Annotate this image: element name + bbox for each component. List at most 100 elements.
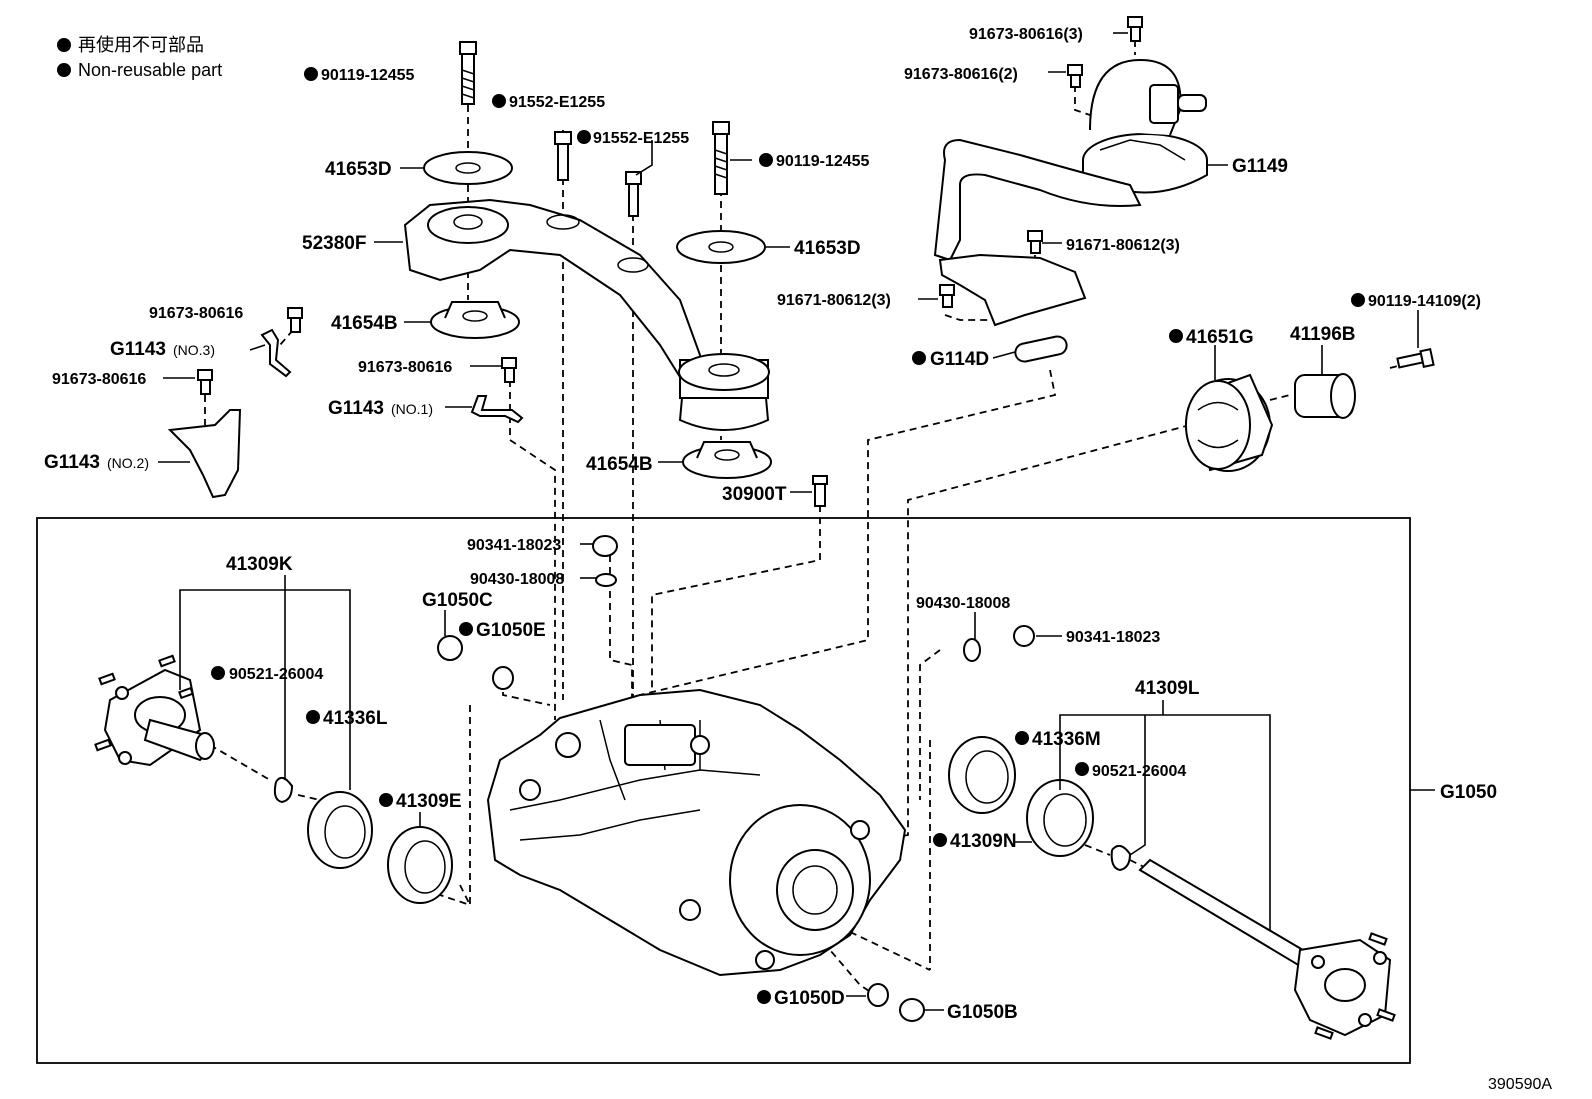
label-g114d: G114D bbox=[930, 349, 989, 370]
plugs-and-gaskets bbox=[437, 535, 1035, 1022]
label-41651g: 41651G bbox=[1186, 327, 1254, 348]
non-reusable-dot-icon bbox=[57, 63, 71, 77]
label-90521-26004-right: 90521-26004 bbox=[1092, 763, 1186, 780]
label-g1143-no1: G1143 bbox=[328, 398, 384, 419]
label-g1143-no1-suffix: (NO.1) bbox=[391, 401, 433, 417]
non-reusable-dot-icon bbox=[912, 351, 926, 365]
snap-ring-90521-26004-right bbox=[1110, 844, 1132, 872]
connector-bracket bbox=[938, 253, 1087, 327]
part-labels: 90119-12455 91552-E1255 91552-E1255 9011… bbox=[44, 26, 1497, 1023]
non-reusable-dot-icon bbox=[933, 833, 947, 847]
label-90521-26004-left: 90521-26004 bbox=[229, 666, 323, 683]
axle-shaft-41309l bbox=[1138, 858, 1396, 1040]
clamp-g1143-no1 bbox=[470, 395, 524, 424]
non-reusable-dot-icon bbox=[211, 666, 225, 680]
label-52380f: 52380F bbox=[302, 233, 366, 254]
label-91673-80616-mid: 91673-80616 bbox=[358, 359, 452, 376]
non-reusable-dot-icon bbox=[1351, 293, 1365, 307]
washer-41653d-right bbox=[676, 230, 766, 264]
non-reusable-dot-icon bbox=[379, 793, 393, 807]
plug-g1050b bbox=[899, 998, 925, 1022]
label-41309k: 41309K bbox=[226, 554, 293, 575]
bracket-52380f bbox=[403, 198, 770, 431]
label-41309e: 41309E bbox=[396, 791, 462, 812]
washer-41653d-left bbox=[423, 151, 513, 185]
gasket-g1050d bbox=[867, 983, 889, 1007]
bolt-icon bbox=[1396, 347, 1435, 369]
label-90119-14109-2: 90119-14109(2) bbox=[1368, 293, 1481, 310]
label-41309l: 41309L bbox=[1135, 678, 1200, 699]
upper-mount-parts bbox=[403, 41, 828, 507]
plug-90341-18023-right bbox=[1013, 625, 1035, 647]
non-reusable-markers bbox=[211, 67, 1365, 1004]
label-90341-18023-right: 90341-18023 bbox=[1066, 629, 1160, 646]
label-41653d-right: 41653D bbox=[794, 238, 861, 259]
label-91673-80616-2: 91673-80616(2) bbox=[904, 66, 1018, 83]
label-90430-18008-top: 90430-18008 bbox=[470, 571, 564, 588]
label-g1149: G1149 bbox=[1232, 156, 1288, 177]
bolt-icon bbox=[287, 307, 303, 333]
bolt-icon bbox=[712, 121, 730, 195]
breather-plug-icon bbox=[812, 475, 828, 507]
mount-41651g bbox=[1185, 373, 1274, 472]
left-axle-parts bbox=[94, 654, 453, 904]
label-41654b-left: 41654B bbox=[331, 313, 398, 334]
snap-ring-90521-26004 bbox=[273, 776, 294, 804]
label-90119-12455-right: 90119-12455 bbox=[776, 153, 870, 170]
label-g1050e: G1050E bbox=[476, 620, 546, 641]
bolt-icon bbox=[501, 357, 517, 383]
label-41654b-right: 41654B bbox=[586, 454, 653, 475]
label-g1143-no3-suffix: (NO.3) bbox=[173, 342, 215, 358]
clamp-g1143-no2 bbox=[167, 409, 242, 499]
oil-seal-41309e bbox=[387, 826, 453, 904]
label-g1143-no2: G1143 bbox=[44, 452, 100, 473]
right-axle-parts bbox=[948, 736, 1396, 1040]
label-41653d-left: 41653D bbox=[325, 159, 392, 180]
non-reusable-dot-icon bbox=[1169, 329, 1183, 343]
label-91671-80612-3-right: 91671-80612(3) bbox=[1066, 237, 1180, 254]
non-reusable-dot-icon bbox=[1075, 762, 1089, 776]
plug-90341-18023-top bbox=[592, 535, 618, 557]
label-91673-80616-top: 91673-80616 bbox=[149, 305, 243, 322]
label-leaders bbox=[158, 32, 1419, 1011]
gasket-90430-18008-top bbox=[595, 573, 617, 587]
gasket-90430-18008-right bbox=[963, 638, 981, 662]
non-reusable-dot-icon bbox=[759, 153, 773, 167]
bolt-icon bbox=[1067, 64, 1083, 88]
label-90119-12455-left: 90119-12455 bbox=[321, 67, 415, 84]
non-reusable-dot-icon bbox=[492, 94, 506, 108]
cushion-41654b-left bbox=[430, 301, 520, 339]
legend-en: Non-reusable part bbox=[78, 60, 222, 80]
label-g1050c: G1050C bbox=[422, 590, 493, 611]
cushion-41654b-right bbox=[682, 441, 772, 479]
non-reusable-dot-icon bbox=[577, 130, 591, 144]
label-90430-18008-right: 90430-18008 bbox=[916, 595, 1010, 612]
label-g1143-no3: G1143 bbox=[110, 339, 166, 360]
label-g1050d: G1050D bbox=[774, 988, 845, 1009]
label-91673-80616-3: 91673-80616(3) bbox=[969, 26, 1083, 43]
oil-seal-41336l bbox=[307, 791, 373, 869]
label-91552-e1255-top: 91552-E1255 bbox=[509, 94, 605, 111]
label-g1050b: G1050B bbox=[947, 1002, 1018, 1023]
non-reusable-dot-icon bbox=[1015, 731, 1029, 745]
wire-clamps bbox=[167, 307, 524, 499]
non-reusable-dot-icon bbox=[57, 38, 71, 52]
label-41336m: 41336M bbox=[1032, 729, 1101, 750]
oil-seal-41336m bbox=[1026, 779, 1094, 857]
bolt-icon bbox=[197, 369, 213, 395]
label-91673-80616-left: 91673-80616 bbox=[52, 371, 146, 388]
oil-seal-41309n bbox=[948, 736, 1016, 814]
differential-housing bbox=[486, 688, 907, 977]
rear-mount-parts bbox=[1185, 347, 1435, 472]
bolt-icon bbox=[1127, 16, 1143, 42]
clamp-g1143-no3 bbox=[260, 328, 292, 378]
label-41336l: 41336L bbox=[323, 708, 388, 729]
bolt-icon bbox=[554, 131, 572, 181]
non-reusable-dot-icon bbox=[306, 710, 320, 724]
legend-jp: 再使用不可部品 bbox=[78, 35, 204, 55]
plug-g1050c bbox=[437, 635, 463, 661]
group-brackets bbox=[179, 575, 1271, 930]
label-41309n: 41309N bbox=[950, 831, 1017, 852]
label-30900t: 30900T bbox=[722, 484, 787, 505]
